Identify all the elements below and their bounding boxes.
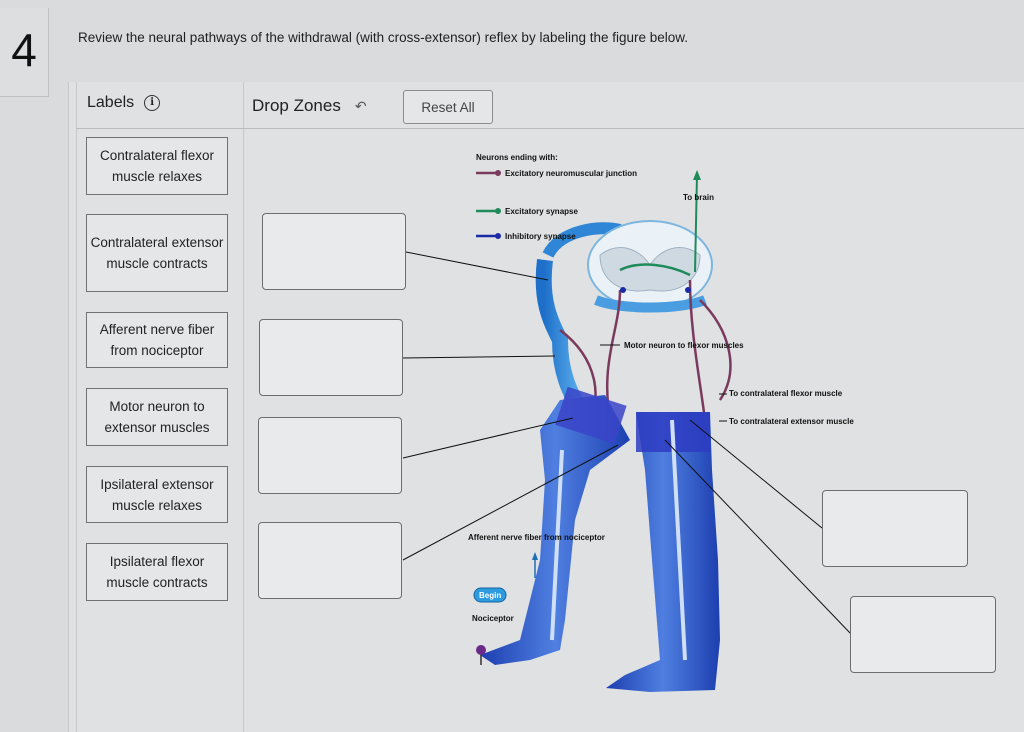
legend-excitatory-nmj: Excitatory neuromuscular junction (505, 169, 637, 178)
afferent-text: Afferent nerve fiber from nociceptor (468, 533, 605, 542)
drop-zone-4[interactable] (258, 522, 402, 599)
drop-zones-heading: Drop Zones (252, 96, 341, 115)
contralateral-leg-shape (606, 412, 720, 692)
label-ipsilateral-extensor-relaxes[interactable]: Ipsilateral extensor muscle relaxes (86, 466, 228, 523)
ipsilateral-leg-shape (480, 395, 630, 665)
drop-zone-3[interactable] (258, 417, 402, 494)
reset-all-button[interactable]: Reset All (403, 90, 493, 124)
panel-left-border (76, 82, 77, 732)
drop-zone-6[interactable] (850, 596, 996, 673)
to-brain-text: To brain (683, 193, 714, 202)
legend-excitatory-synapse: Excitatory synapse (505, 207, 578, 216)
to-contralateral-flexor-text: To contralateral flexor muscle (729, 389, 843, 398)
nociceptor-icon (476, 645, 486, 655)
labels-divider (243, 82, 244, 732)
motor-neuron-flexor-text: Motor neuron to flexor muscles (624, 341, 744, 350)
to-contralateral-extensor-text: To contralateral extensor muscle (729, 417, 854, 426)
drop-zones-header: Drop Zones ↶ (252, 96, 367, 116)
labels-heading: Labels (87, 94, 135, 111)
drop-zone-2[interactable] (259, 319, 403, 396)
label-contralateral-flexor-relaxes[interactable]: Contralateral flexor muscle relaxes (86, 137, 228, 195)
undo-arrow-icon[interactable]: ↶ (354, 97, 367, 114)
label-motor-neuron-extensor[interactable]: Motor neuron to extensor muscles (86, 388, 228, 446)
legend-inhibitory-synapse: Inhibitory synapse (505, 232, 576, 241)
label-contralateral-extensor-contracts[interactable]: Contralateral extensor muscle contracts (86, 214, 228, 292)
legend-title: Neurons ending with: (476, 153, 558, 162)
question-number: 4 (0, 8, 49, 97)
info-icon[interactable]: i (144, 95, 161, 111)
nociceptor-text: Nociceptor (472, 614, 514, 623)
header-divider (76, 128, 1024, 129)
begin-text: Begin (479, 591, 501, 600)
question-prompt: Review the neural pathways of the withdr… (78, 30, 689, 45)
label-afferent-nerve-fiber[interactable]: Afferent nerve fiber from nociceptor (86, 312, 228, 368)
drop-zone-5[interactable] (822, 490, 968, 567)
label-ipsilateral-flexor-contracts[interactable]: Ipsilateral flexor muscle contracts (86, 543, 228, 601)
drop-zone-1[interactable] (262, 213, 406, 290)
labels-header: Labels i (87, 94, 161, 112)
